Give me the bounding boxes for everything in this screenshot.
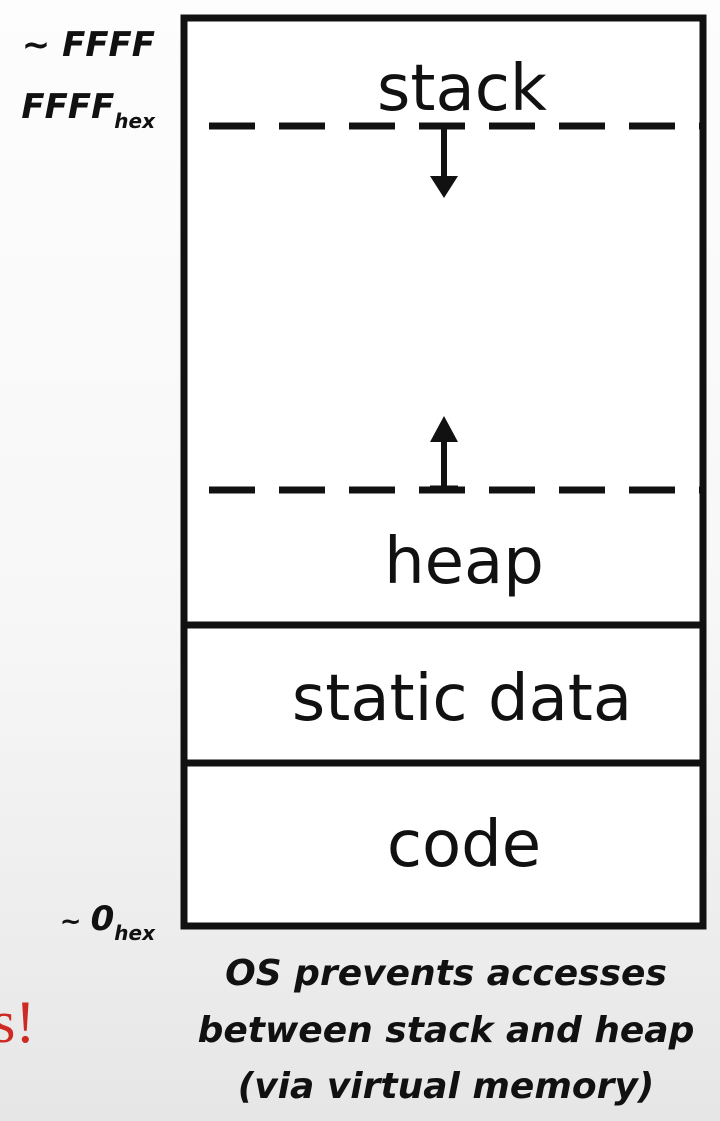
cropped-red-text: s! — [0, 989, 35, 1055]
static-data-label: static data — [292, 662, 632, 736]
heap-growth-arrow-icon — [430, 416, 458, 491]
top-address-subscript: hex — [114, 109, 156, 133]
caption-line-1: OS prevents accesses — [225, 953, 667, 994]
stack-label: stack — [377, 52, 547, 126]
code-label: code — [387, 808, 541, 882]
top-address-main: FFFF — [21, 87, 114, 127]
bottom-address-prefix: ~ — [60, 907, 91, 937]
top-address-line2: FFFFhex — [21, 87, 156, 133]
caption-line-2: between stack and heap — [198, 1010, 695, 1051]
bottom-address: ~ 0hex — [60, 899, 156, 945]
caption-line-3: (via virtual memory) — [238, 1066, 655, 1107]
stack-growth-arrow-icon — [430, 128, 458, 198]
bottom-address-subscript: hex — [114, 921, 156, 945]
top-address-line1: ~ FFFF — [22, 25, 155, 65]
heap-label: heap — [384, 525, 544, 599]
bottom-address-main: 0 — [91, 899, 115, 939]
